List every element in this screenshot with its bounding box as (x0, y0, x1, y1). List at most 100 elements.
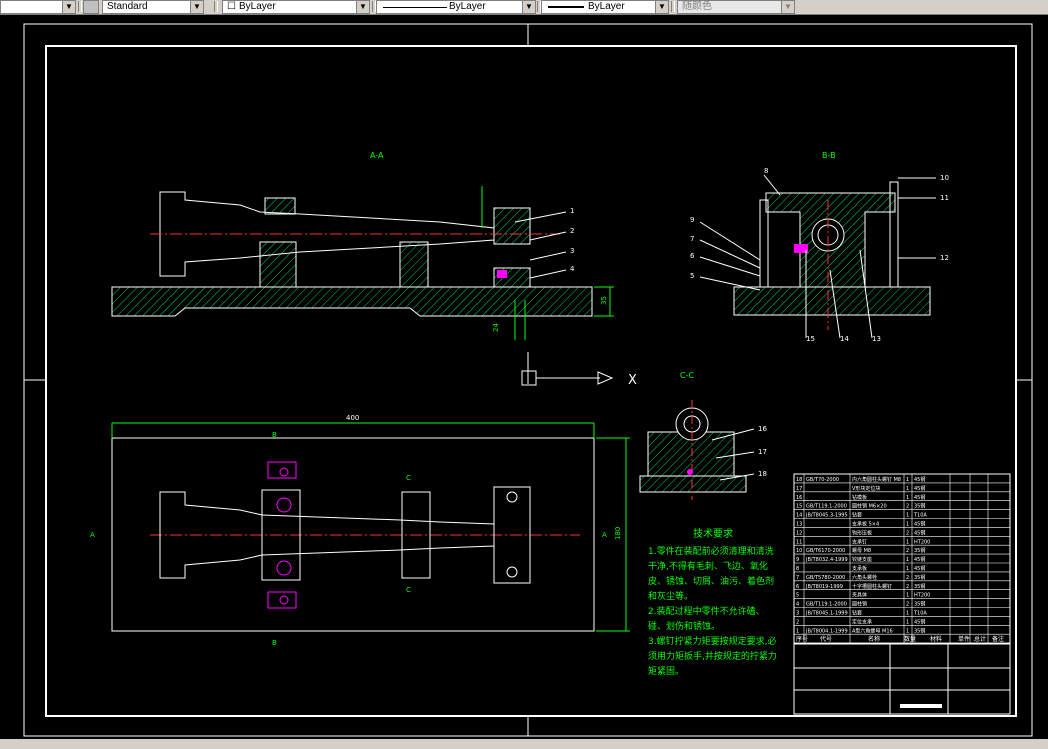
tech-item: 2.装配过程中零件不允许磕、碰、划伤和锈蚀。 (648, 607, 765, 632)
bom-cell: 1 (906, 628, 909, 634)
part-num: 2 (570, 227, 574, 235)
bom-cell: JB/T8004.1-1999 (805, 628, 848, 634)
chevron-down-icon: ▼ (190, 1, 203, 13)
bom-cell: 夹具体 (852, 592, 867, 599)
bom-cell: JB/T8045.3-1995 (805, 513, 848, 519)
bom-cell: 螺母 M8 (852, 547, 871, 554)
part-num: 15 (806, 335, 815, 343)
bom-cell: 45钢 (914, 476, 925, 483)
bom-cell: 十字槽圆柱头螺钉 (852, 583, 892, 590)
bom-cell: 45钢 (914, 565, 925, 572)
bom-cell: 1 (906, 593, 909, 599)
bom-cell: T10A (913, 611, 927, 617)
toolbar-separator (214, 1, 218, 12)
linetype-value: ByLayer (449, 1, 486, 12)
dim-24: 24 (492, 323, 500, 332)
part-num: 5 (690, 272, 694, 280)
tech-item: 3.螺钉拧紧力矩要按规定要求,必须用力矩扳手,并按规定的拧紧力矩紧固。 (648, 637, 777, 677)
text-style-dropdown[interactable]: Standard▼ (102, 0, 204, 14)
textstyle-partial-dropdown[interactable]: ▼ (0, 0, 76, 14)
dim-180: 180 (614, 527, 622, 540)
bom-cell: 10 (796, 548, 802, 554)
plan-view: 400 180 A A B B C C (90, 414, 630, 647)
part-num: 16 (758, 425, 767, 433)
view-aa: A-A 35 24 1 2 3 4 (111, 151, 614, 340)
bom-cell: HT200 (914, 539, 930, 545)
bom-cell: 2 (906, 530, 909, 536)
bom-cell: 1 (906, 477, 909, 483)
bom-cell: 9 (796, 557, 799, 563)
bom-cell: 2 (906, 575, 909, 581)
lineweight-dropdown[interactable]: ByLayer▼ (541, 0, 669, 14)
bom-cell: 7 (796, 575, 799, 581)
bom-cell: 圆柱销 M6×20 (852, 503, 887, 510)
linetype-dropdown[interactable]: ByLayer▼ (376, 0, 536, 14)
bom-cell: T10A (913, 513, 927, 519)
bom-cell: 1 (906, 566, 909, 572)
ucs-x-label: X (628, 373, 637, 388)
bom-cell: 圆柱销 (852, 601, 867, 608)
bom-cell: JB/T8019-1999 (805, 584, 843, 590)
bom-header-cell: 代号 (820, 635, 832, 643)
part-num: 10 (940, 174, 949, 182)
drawing-canvas[interactable]: A-A 35 24 1 2 3 4 B-B (0, 15, 1048, 743)
toolbar-separator (537, 1, 541, 12)
bom-header-cell: 材料 (930, 635, 942, 643)
bom-cell: 4 (796, 602, 799, 608)
part-num: 12 (940, 254, 949, 262)
bom-cell: 1 (906, 495, 909, 501)
bom-cell: 45钢 (914, 521, 925, 528)
bom-header-cell: 单件 (958, 635, 970, 643)
dim-35: 35 (600, 296, 608, 305)
part-num: 18 (758, 470, 767, 478)
part-num: 3 (570, 247, 574, 255)
bom-cell: 2 (906, 602, 909, 608)
label-b-bottom: B (272, 639, 277, 647)
toolbar-separator (78, 1, 82, 12)
label-a-left: A (90, 531, 95, 539)
chevron-down-icon: ▼ (655, 1, 668, 13)
bom-cell: 18 (796, 477, 802, 483)
bom-cell: 支承板 (852, 565, 867, 572)
view-bb: B-B 8 9 7 6 5 10 11 12 15 14 (690, 151, 949, 343)
color-swatch-icon: ☐ (227, 1, 236, 12)
bom-cell: 1 (906, 486, 909, 492)
bom-cell: A型六角螺母 M16 (852, 627, 893, 634)
text-style-icon[interactable] (83, 0, 99, 14)
tech-item: 1.零件在装配前必须清理和清洗干净,不得有毛刺、飞边、氧化皮、锈蚀、切屑、油污、… (648, 547, 775, 602)
bom-header-cell: 序号 (796, 635, 808, 643)
chevron-down-icon: ▼ (356, 1, 369, 13)
label-a-right: A (602, 531, 607, 539)
chevron-down-icon: ▼ (781, 1, 794, 13)
bom-cell: 钻套 (852, 610, 862, 617)
bom-cell: 1 (906, 557, 909, 563)
bom-cell: 45钢 (914, 485, 925, 492)
label-c-bottom: C (406, 586, 411, 594)
bom-cell: 16 (796, 495, 802, 501)
bom-cell: 钻套 (852, 512, 862, 519)
bom-cell: GB/T6170-2000 (806, 548, 845, 554)
label-c-top: C (406, 474, 411, 482)
bom-cell: HT200 (914, 593, 930, 599)
bom-cell: 2 (796, 619, 799, 625)
part-num: 7 (690, 235, 694, 243)
bom-cell: 1 (906, 611, 909, 617)
properties-toolbar: ▼ Standard▼ ☐ByLayer▼ ByLayer▼ ByLayer▼ … (0, 0, 1048, 15)
linetype-preview-icon (383, 7, 447, 8)
bom-cell: 35钢 (914, 627, 925, 634)
bom-cell: JB/T8045.1-1999 (805, 611, 848, 617)
bom-cell: 1 (906, 513, 909, 519)
layer-dropdown[interactable]: ☐ByLayer▼ (222, 0, 370, 14)
toolbar-separator (671, 1, 675, 12)
bom-header-cell: 名称 (868, 635, 880, 643)
bom-cell: GB/T119.1-2000 (806, 602, 847, 608)
bom-cell: V形块定位块 (852, 485, 880, 492)
bom-cell: 14 (796, 513, 802, 519)
label-b-top: B (272, 431, 277, 439)
bom-cell: 45钢 (914, 494, 925, 501)
bom-cell: 17 (796, 486, 802, 492)
bom-cell: 35钢 (914, 547, 925, 554)
bom-cell: 定位支承 (852, 618, 872, 625)
bom-cell: GB/T5780-2000 (806, 575, 845, 581)
